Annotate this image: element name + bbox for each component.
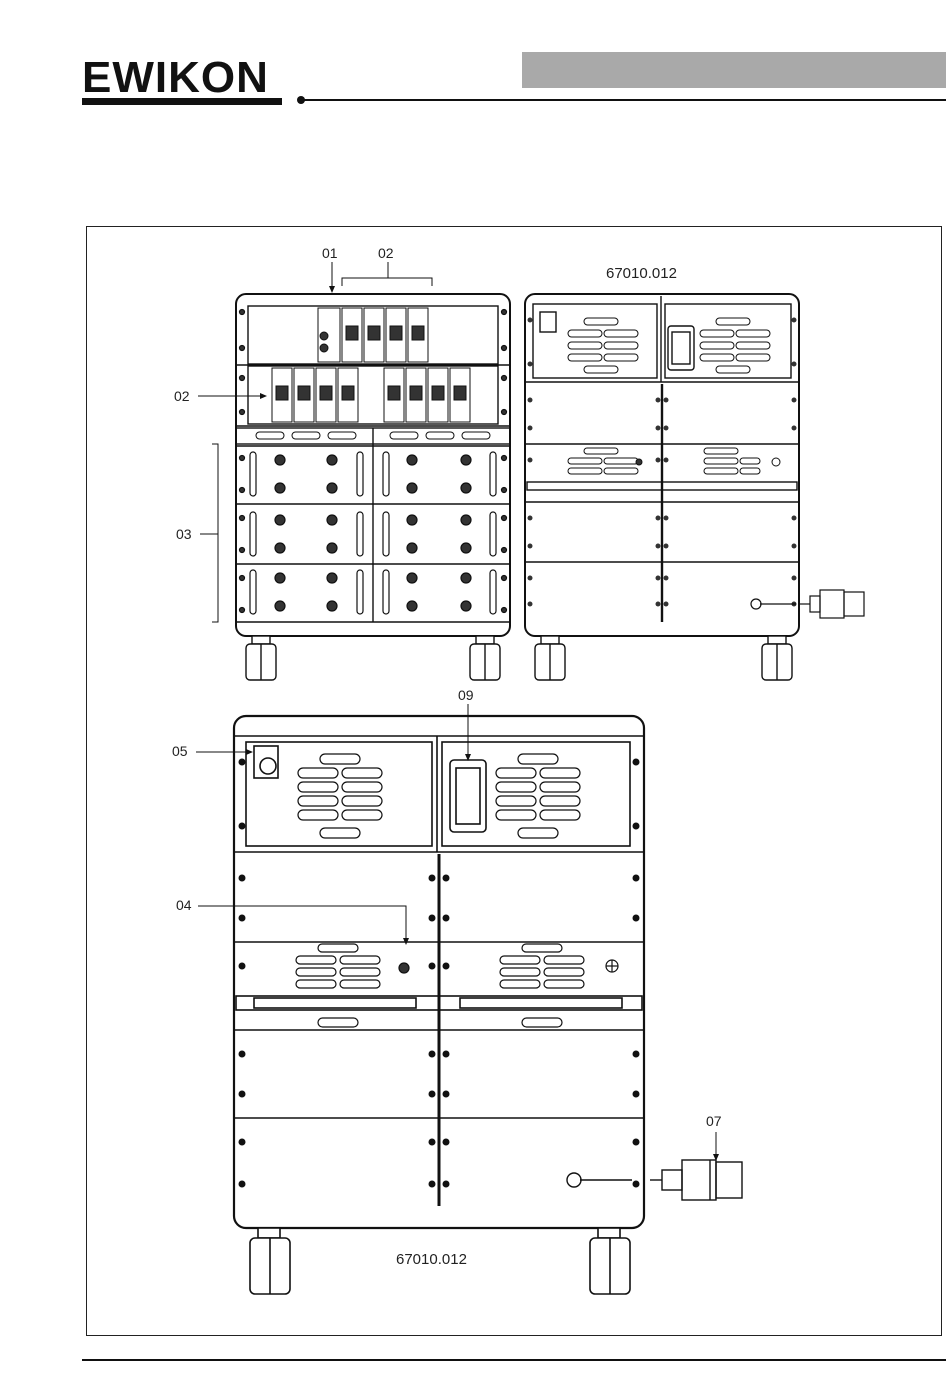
callout-09: 09 bbox=[458, 687, 474, 703]
footer-rule bbox=[82, 1359, 946, 1361]
rear-large-power-plug bbox=[567, 1160, 742, 1200]
callout-03: 03 bbox=[176, 526, 192, 542]
front-rack2-modules bbox=[272, 368, 470, 422]
rear-large-vents bbox=[296, 754, 618, 1027]
front-casters bbox=[246, 636, 500, 680]
callout-02-top: 02 bbox=[378, 245, 394, 261]
callout-05: 05 bbox=[172, 743, 188, 759]
rear-small-casters bbox=[535, 636, 792, 680]
rear-view-small-cabinet bbox=[525, 294, 799, 636]
front-view-cabinet bbox=[236, 294, 510, 636]
front-rack1-modules bbox=[318, 308, 428, 362]
callout-01: 01 bbox=[322, 245, 338, 261]
rear-small-power-plug bbox=[751, 590, 864, 618]
callout-07: 07 bbox=[706, 1113, 722, 1129]
model-number-top: 67010.012 bbox=[606, 265, 677, 282]
callout-02-left: 02 bbox=[174, 388, 190, 404]
model-number-bottom: 67010.012 bbox=[396, 1251, 467, 1268]
rear-small-vents bbox=[568, 318, 780, 474]
callout-04: 04 bbox=[176, 897, 192, 913]
